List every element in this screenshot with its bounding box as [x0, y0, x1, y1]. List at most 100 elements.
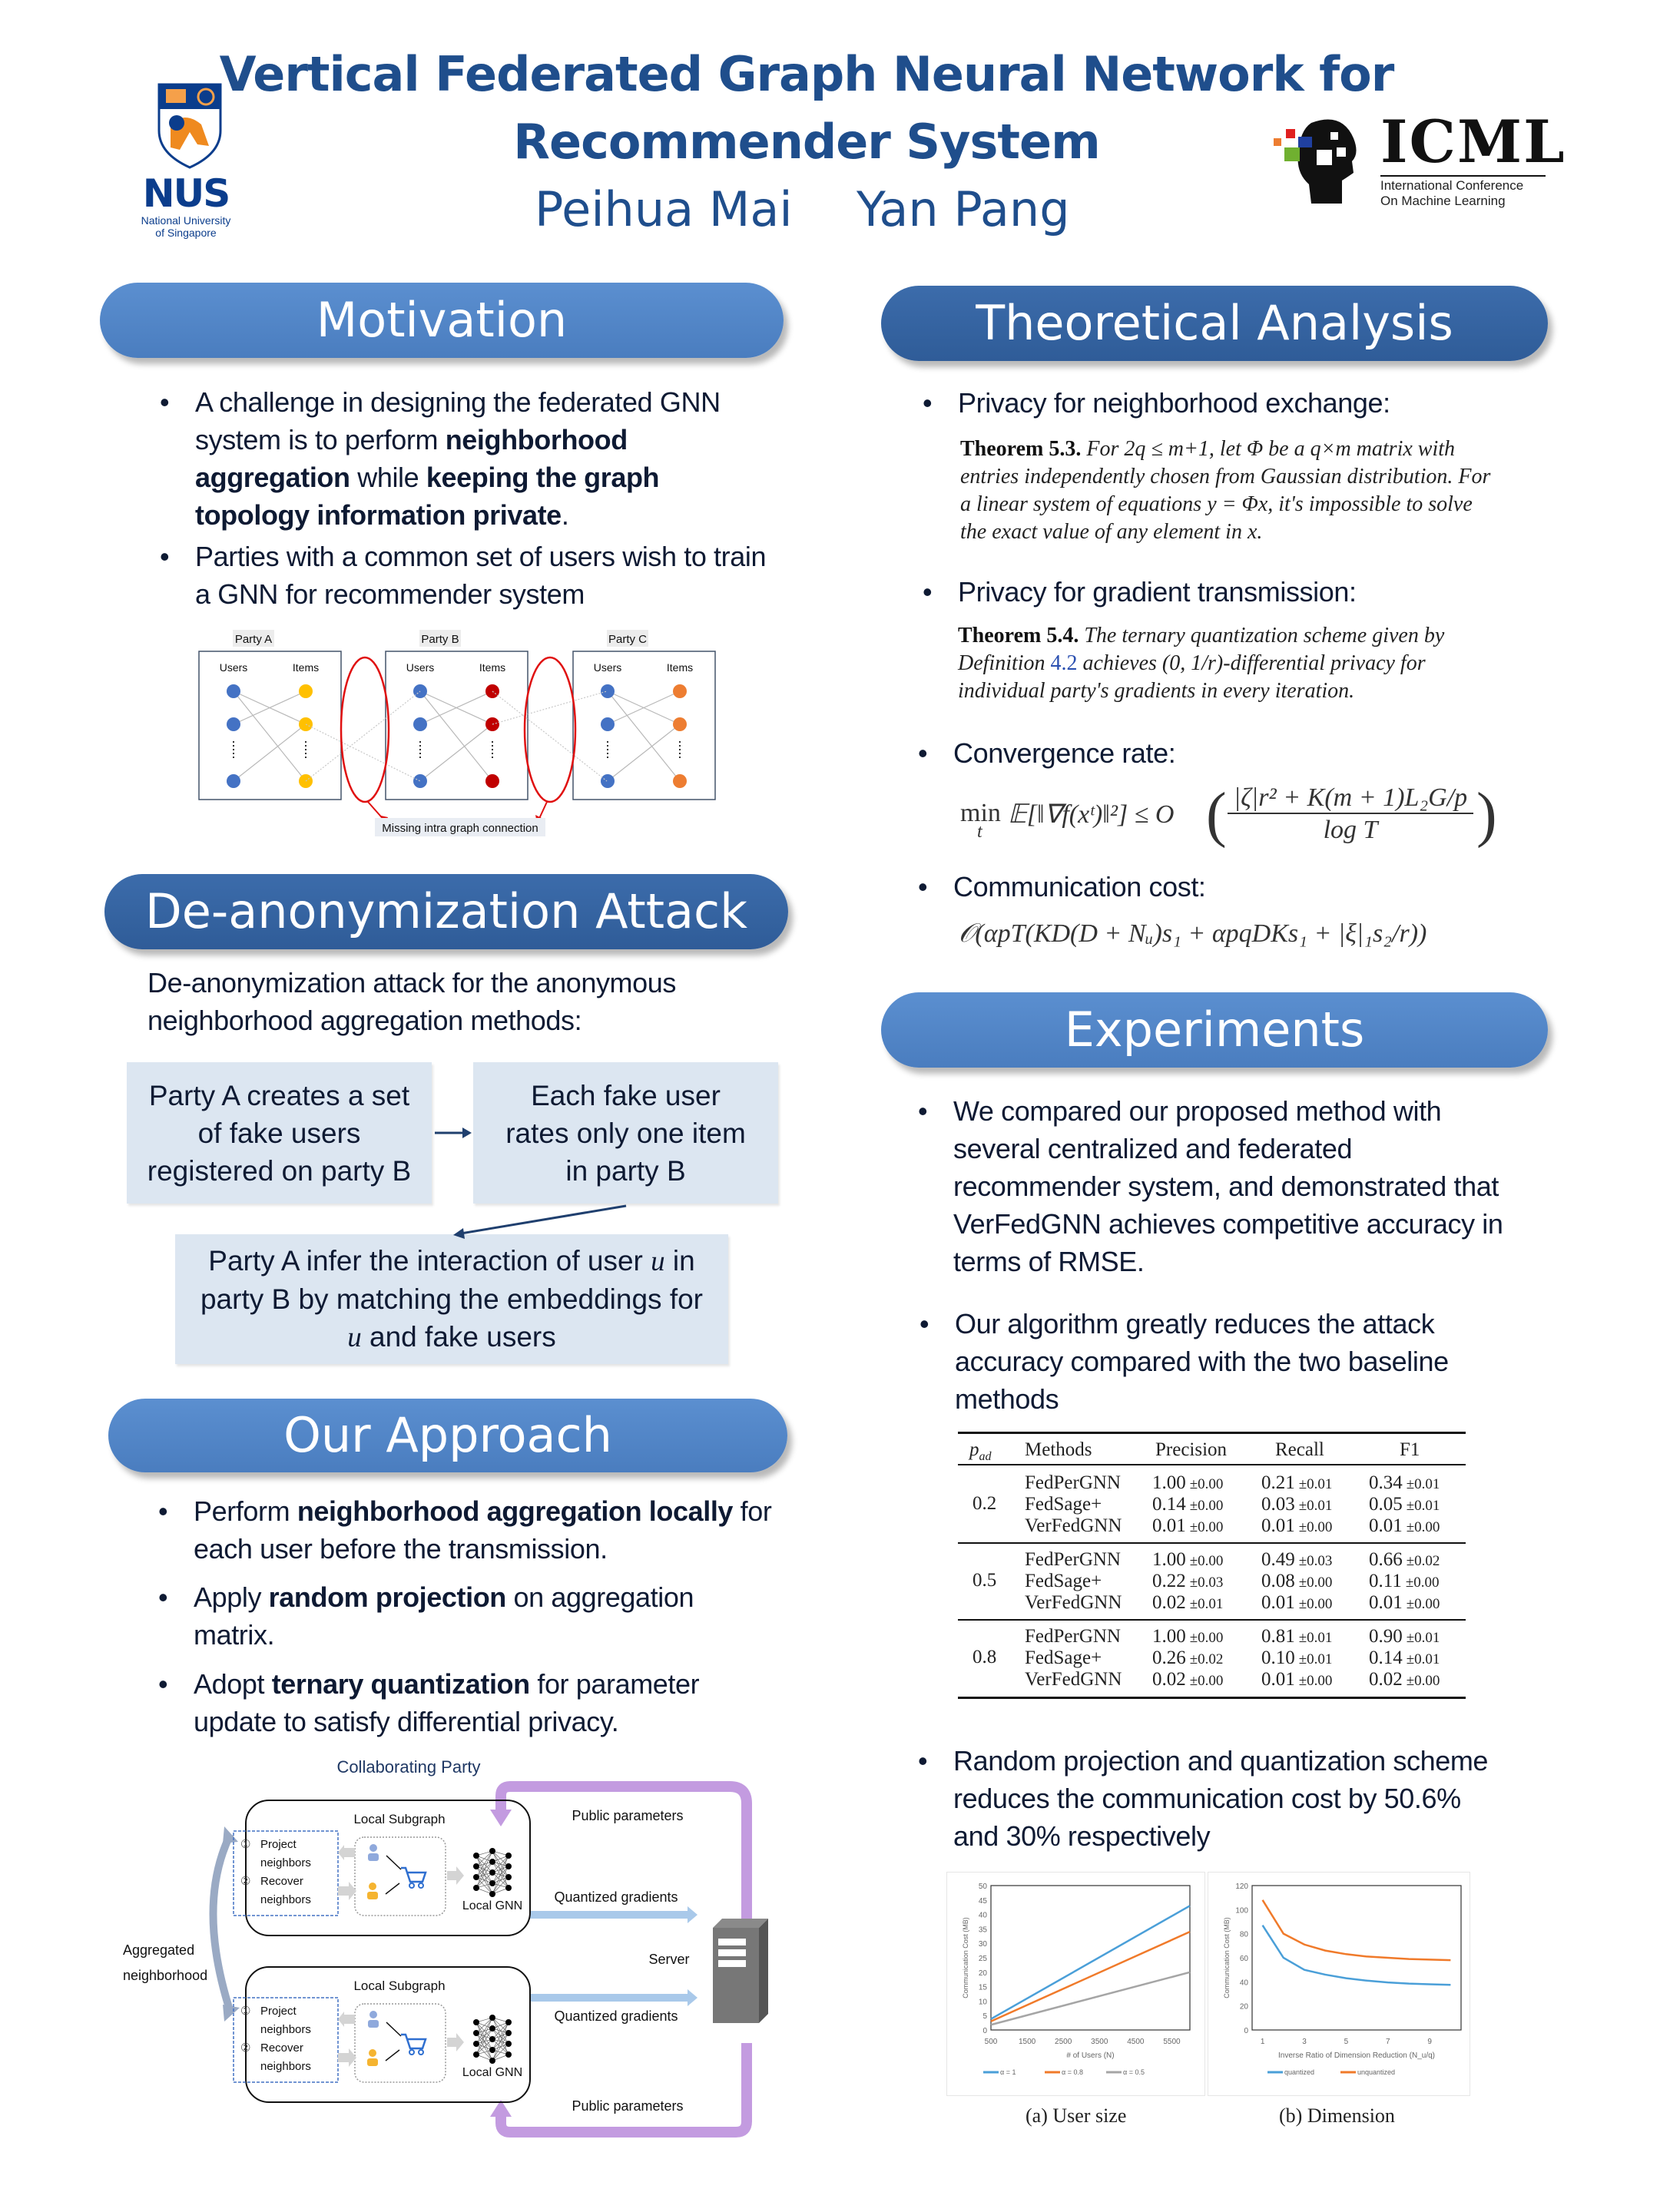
step-number: ② — [240, 2041, 250, 2055]
text-segment: . — [561, 499, 569, 531]
nus-logo-sub1: National University — [141, 214, 231, 227]
definition-link[interactable]: 4.2 — [1050, 651, 1078, 675]
table-pad-value: 0.2 — [973, 1493, 997, 1514]
user-node — [413, 774, 427, 788]
user-icon — [369, 1844, 377, 1852]
cross-party-edge — [492, 690, 608, 725]
text-segment: while — [350, 462, 426, 493]
title-line-2: Recommender System — [513, 114, 1100, 170]
server-label: Server — [648, 1952, 689, 1967]
local-subgraph-label: Local Subgraph — [353, 1812, 445, 1826]
table-pad-value: 0.8 — [973, 1647, 997, 1667]
text-segment-bold: keeping the graph topology information p… — [195, 462, 660, 531]
step-text: neighbors — [260, 2023, 311, 2036]
step-text: Recover — [260, 1875, 303, 1888]
approach-bullet-1: • Perform neighborhood aggregation local… — [158, 1492, 777, 1568]
party-label: Party B — [421, 633, 459, 646]
table-precision-cell: 0.02±0.01 — [1152, 1592, 1224, 1613]
arrow — [386, 1855, 402, 1870]
step-text: neighbors — [260, 1856, 311, 1869]
bullet-icon: • — [923, 387, 933, 419]
neural-network-icon — [473, 2015, 512, 2064]
users-label: Users — [220, 661, 248, 674]
bullet-icon: • — [918, 737, 928, 769]
table-header-cell: Precision — [1155, 1439, 1228, 1460]
bullet-icon: • — [918, 1745, 928, 1777]
public-params-label-top: Public parameters — [572, 1808, 683, 1823]
icml-logo: ICML International Conference On Machine… — [1269, 108, 1565, 215]
text-segment-bold: neighborhood aggregation — [195, 424, 628, 493]
attack-step-2-box: Each fake user rates only one item in pa… — [473, 1062, 778, 1204]
table-method-cell: FedSage+ — [1025, 1571, 1102, 1591]
user-node — [601, 684, 615, 698]
bullet-icon: • — [160, 541, 170, 572]
approach-architecture-diagram: Collaborating Party Public parameters Qu… — [123, 1757, 768, 2137]
users-label: Users — [406, 661, 435, 674]
table-f1-cell: 0.14±0.01 — [1369, 1647, 1440, 1668]
bullet-icon: • — [158, 1581, 168, 1613]
table-method-cell: FedSage+ — [1025, 1647, 1102, 1668]
bullet-icon: • — [923, 576, 933, 608]
section-heading-experiments: Experiments — [881, 992, 1548, 1068]
user-node — [601, 774, 615, 788]
nus-logo-sub2: of Singapore — [155, 227, 217, 239]
motivation-bullet-1: • A challenge in designing the federated… — [160, 383, 767, 534]
missing-connection-ellipse-2 — [523, 656, 577, 803]
motivation-bullet-2: • Parties with a common set of users wis… — [160, 538, 767, 613]
theory-bullet-1: •Privacy for neighborhood exchange: — [923, 384, 1390, 422]
item-node — [673, 717, 687, 731]
party-box — [198, 651, 342, 800]
arrow-down-left-icon — [460, 1204, 627, 1235]
icml-logo-sub2: On Machine Learning — [1380, 194, 1506, 208]
quantized-gradients-label-1: Quantized gradients — [554, 1889, 678, 1905]
table-precision-cell: 0.22±0.03 — [1152, 1571, 1224, 1591]
table-f1-cell: 0.01±0.00 — [1369, 1515, 1440, 1536]
table-precision-cell: 0.01±0.00 — [1152, 1515, 1224, 1536]
table-precision-cell: 1.00±0.00 — [1152, 1626, 1224, 1647]
chart-caption-b: (b) Dimension — [1279, 2104, 1395, 2127]
author-1: Peihua Mai — [535, 181, 793, 237]
table-header-cell: Recall — [1275, 1439, 1324, 1460]
cart-icon — [401, 1866, 427, 1883]
local-subgraph-label: Local Subgraph — [353, 1979, 445, 1993]
communication-cost-formula: 𝒪(αpT(KD(D + Nᵤ)s₁ + αpqDKs₁ + |ξ|₁s₂/r)… — [959, 919, 1427, 948]
missing-connection-ellipse-1 — [340, 656, 390, 803]
arrow-right-icon — [338, 1882, 356, 1900]
item-node — [485, 774, 499, 788]
users-label: Users — [594, 661, 622, 674]
step-number: ① — [240, 1838, 250, 1851]
items-label: Items — [479, 661, 505, 674]
chart-panel-user-size — [946, 1872, 1205, 2096]
table-precision-cell: 1.00±0.00 — [1152, 1472, 1224, 1493]
steps-box — [233, 1997, 339, 2083]
icml-logo-sub1: International Conference — [1380, 178, 1524, 193]
collaborating-party-label: Collaborating Party — [336, 1757, 480, 1777]
subgraph-area — [354, 2003, 446, 2083]
table-recall-cell: 0.03±0.01 — [1261, 1494, 1333, 1515]
title-line-1: Vertical Federated Graph Neural Network … — [219, 46, 1395, 102]
user-icon — [369, 2049, 376, 2057]
edge — [607, 690, 681, 782]
item-node — [673, 684, 687, 698]
table-method-cell: FedPerGNN — [1025, 1549, 1121, 1570]
arrow — [386, 2022, 402, 2037]
table-rule — [958, 1619, 1466, 1621]
arrow-left-icon — [338, 2012, 355, 2027]
attack-step-2-text: Each fake user rates only one item in pa… — [505, 1079, 746, 1187]
edge — [233, 690, 306, 782]
theory-bullet-3: •Convergence rate: — [918, 734, 1176, 772]
table-pad-value: 0.5 — [973, 1570, 997, 1591]
table-recall-cell: 0.01±0.00 — [1261, 1592, 1333, 1613]
subgraph-area — [354, 1836, 446, 1916]
edge — [607, 724, 681, 782]
attack-step-3-text: Party A infer the interaction of user u … — [200, 1245, 704, 1353]
deanon-intro: De-anonymization attack for the anonymou… — [147, 967, 676, 1036]
table-precision-cell: 0.02±0.00 — [1152, 1669, 1224, 1690]
step-text: neighbors — [260, 2060, 311, 2073]
public-params-arrow-bottom — [495, 2043, 752, 2137]
